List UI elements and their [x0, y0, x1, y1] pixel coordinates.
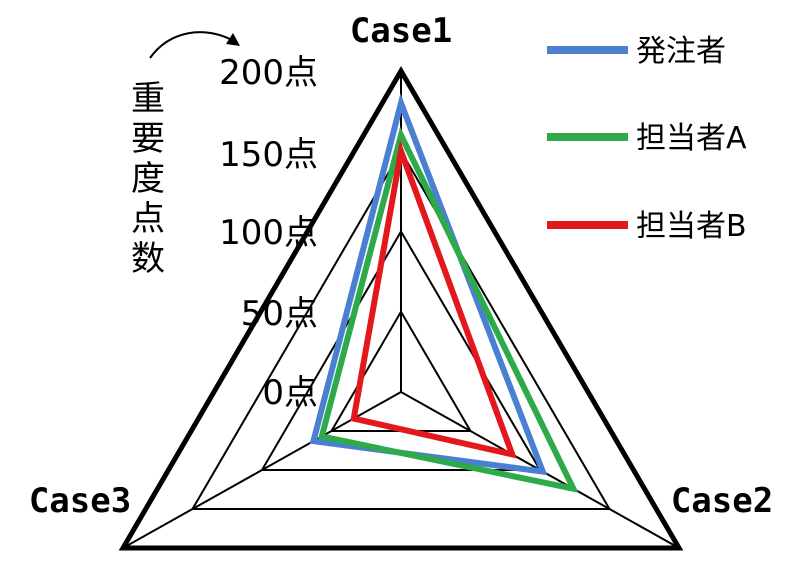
curved-arrow-icon [149, 31, 233, 59]
grid-ring-150 [190, 149, 612, 510]
y-axis-label-char: 度 [131, 159, 165, 199]
y-axis-label-char: 点 [131, 199, 165, 239]
tick-label-50: 50点 [241, 294, 318, 334]
legend-label-2: 担当者A [636, 121, 747, 156]
grid-ring-100 [260, 229, 542, 471]
series-line-2 [318, 126, 579, 493]
axis-label-case1: Case1 [350, 11, 452, 51]
tick-labels: 200点 150点 100点 50点 0点 [219, 53, 318, 413]
arrow-head-icon [226, 33, 240, 46]
axis-label-case3: Case3 [29, 481, 131, 521]
y-axis-label-char: 要 [131, 119, 165, 159]
legend-label-1: 発注者 [636, 34, 726, 69]
axis-label-case2: Case2 [671, 481, 773, 521]
grid-ring-200 [118, 66, 684, 551]
tick-label-150: 150点 [219, 135, 318, 175]
tick-label-200: 200点 [219, 53, 318, 93]
tick-label-100: 100点 [219, 213, 318, 253]
series-layer [309, 93, 579, 493]
tick-label-0: 0点 [262, 373, 318, 413]
legend-label-3: 担当者B [636, 209, 747, 244]
y-axis-label-char: 数 [131, 239, 165, 279]
series-line-3 [350, 139, 517, 459]
y-axis-label-char: 重 [131, 79, 165, 119]
